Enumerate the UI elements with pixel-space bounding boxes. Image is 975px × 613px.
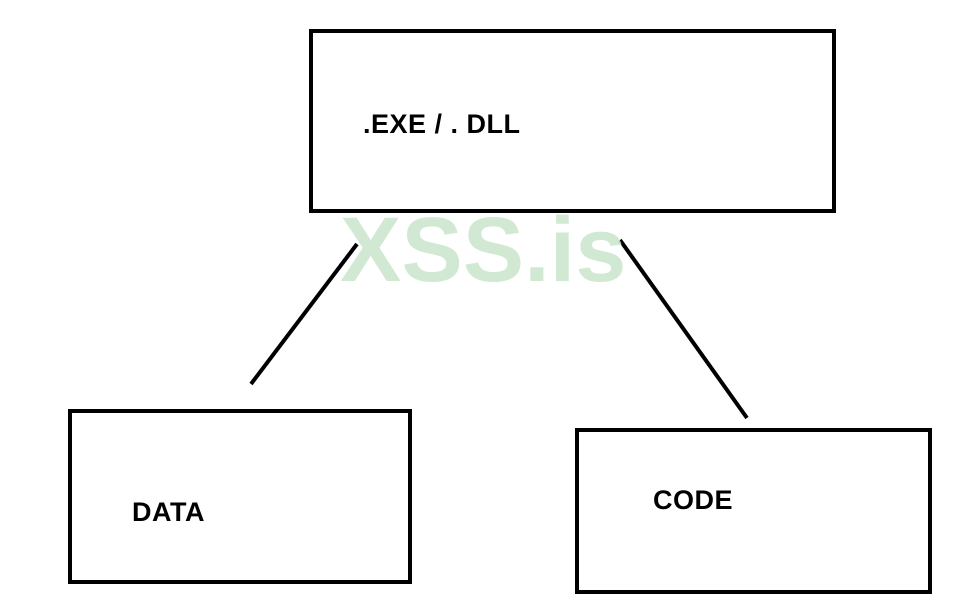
node-data: DATA xyxy=(68,409,412,584)
node-code-label: CODE xyxy=(653,485,734,515)
node-exe-dll: .EXE / . DLL xyxy=(309,29,836,213)
edge-exe-to-code xyxy=(618,238,749,420)
node-data-label: DATA xyxy=(132,497,205,527)
node-code: CODE xyxy=(575,428,932,594)
node-exe-dll-label: .EXE / . DLL xyxy=(363,109,521,139)
watermark: XSS.is xyxy=(340,199,627,301)
